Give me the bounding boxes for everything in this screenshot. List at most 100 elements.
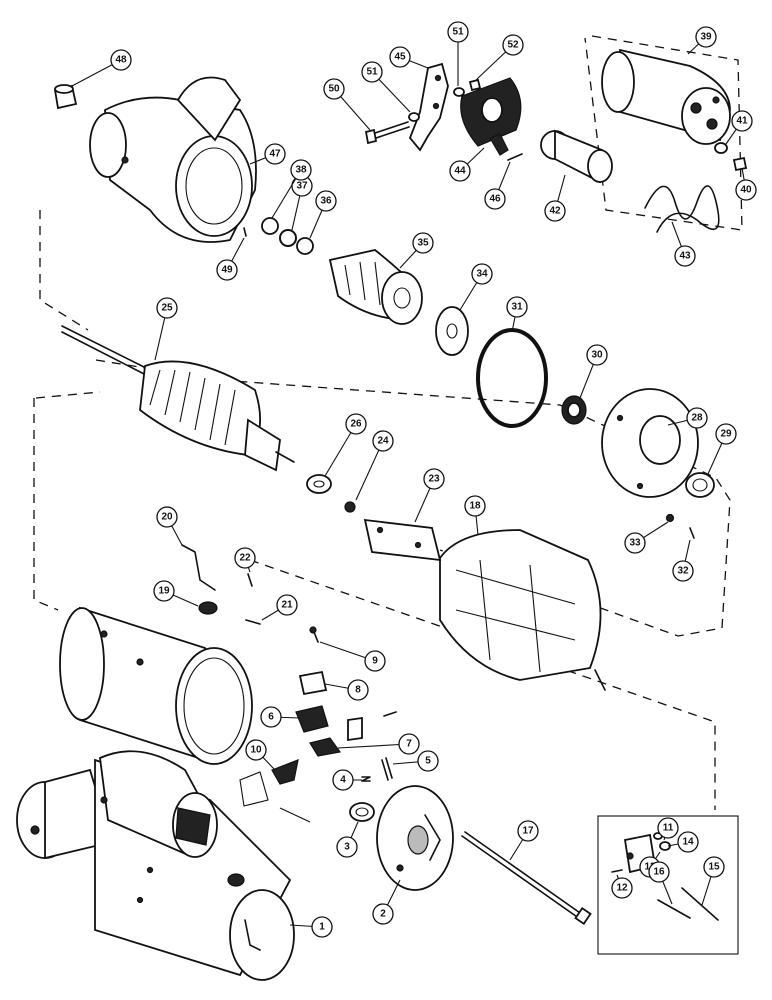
callout-circle-22 [234,547,256,569]
callout-number-34: 34 [476,269,488,280]
callout-number-41: 41 [736,116,748,127]
screw-small [689,527,695,539]
callout-circle-47 [264,143,286,165]
callout-circle-1 [311,916,333,938]
bearing-sleeve [685,472,715,498]
callout-circle-3 [336,836,358,858]
callout-number-7: 7 [406,739,412,750]
callout-number-40: 40 [740,185,752,196]
callout-number-21: 21 [281,600,293,611]
callout-leader-7 [337,743,410,749]
callout-circle-12 [611,877,633,899]
drive-bushing [53,84,78,110]
callout-circle-39 [695,26,717,48]
commutator-end-frame [376,785,454,891]
callout-number-37: 37 [296,181,308,192]
callout-number-44: 44 [454,166,466,177]
callout-number-19: 19 [158,586,170,597]
collar [261,217,279,235]
callout-circle-21 [276,594,298,616]
callout-number-32: 32 [677,566,689,577]
callout-circle-44 [449,160,471,182]
washer [435,306,469,356]
starter-motor-assembly [16,750,295,981]
callout-leader-24 [355,440,384,501]
callout-circle-15 [703,856,725,878]
callout-circle-4 [332,769,354,791]
snap-ring [279,229,297,247]
callout-number-42: 42 [549,206,561,217]
callout-circle-35 [412,232,434,254]
callout-number-9: 9 [372,656,378,667]
frame-group-outline [33,391,716,810]
plunger [540,129,613,184]
callout-number-51: 51 [366,67,378,78]
brush-kit [239,759,311,823]
callout-circle-9 [364,650,386,672]
solenoid [601,48,731,145]
drive-pinion [328,249,423,325]
callout-circle-41 [731,110,753,132]
callout-number-2: 2 [380,909,386,920]
bushing [349,802,375,822]
brush-holder-support [309,737,342,757]
solenoid-washer [714,142,728,154]
callout-number-6: 6 [268,712,274,723]
callout-circle-40 [735,179,757,201]
field-lead [181,544,216,591]
callout-number-10: 10 [250,745,262,756]
callout-circle-2 [372,903,394,925]
callout-number-3: 3 [344,842,350,853]
callout-circle-17 [517,820,539,842]
callout-number-48: 48 [115,55,127,66]
insulator-screw [247,573,253,587]
callout-circle-32 [672,560,694,582]
callout-number-23: 23 [428,474,440,485]
washer-small [665,513,675,523]
pole-shoe-screw [245,619,261,625]
callout-number-36: 36 [320,196,332,207]
lever-washer [408,87,465,122]
callout-number-16: 16 [653,867,665,878]
screw [344,501,356,513]
callout-circle-25 [156,297,178,319]
armature [61,325,295,472]
callout-number-30: 30 [591,350,603,361]
callout-circle-42 [544,200,566,222]
callout-circle-48 [110,49,132,71]
callout-number-51: 51 [452,27,464,38]
callout-circle-30 [586,344,608,366]
callout-number-29: 29 [720,429,732,440]
brush [298,670,363,742]
callout-number-4: 4 [340,775,346,786]
callout-number-22: 22 [239,553,251,564]
callout-number-25: 25 [161,303,173,314]
retainer [296,237,314,255]
seal [561,395,587,425]
brush-holder [295,705,329,733]
pin-small [507,153,523,161]
callout-number-15: 15 [708,862,720,873]
callout-number-43: 43 [679,251,691,262]
callout-circle-16 [648,861,670,883]
grommet [198,601,218,615]
callout-circle-45 [389,46,411,68]
callout-number-49: 49 [221,265,233,276]
callout-number-20: 20 [161,512,173,523]
callout-number-50: 50 [328,84,340,95]
callout-number-31: 31 [511,302,523,313]
callout-circle-14 [677,831,699,853]
callout-circle-49 [216,259,238,281]
lever-bolt [364,121,410,145]
callout-circle-29 [715,423,737,445]
callout-number-17: 17 [522,826,534,837]
callout-number-11: 11 [663,823,674,834]
callout-number-28: 28 [691,413,703,424]
callout-number-24: 24 [377,436,389,447]
solenoid-screw [732,156,748,172]
callout-circle-31 [506,296,528,318]
thrust-washer [306,474,332,494]
callout-circle-28 [686,407,708,429]
armature-group-outline [39,210,731,637]
